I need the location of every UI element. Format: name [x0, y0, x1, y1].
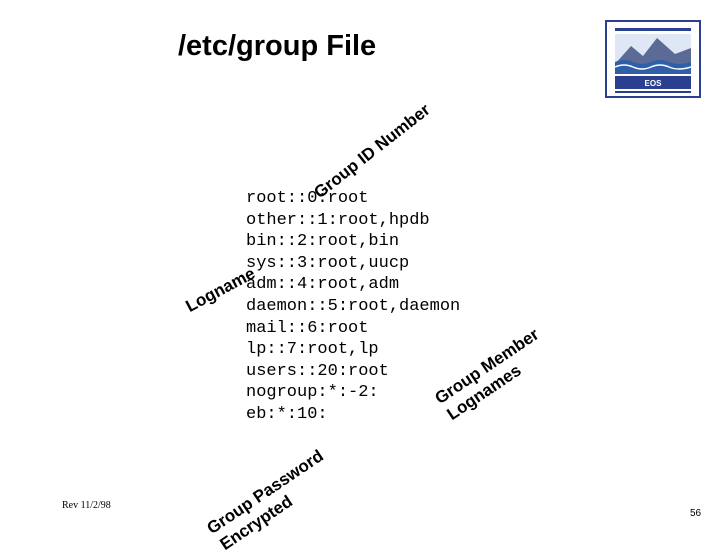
group-line: root::0:root	[246, 189, 369, 208]
eos-logo: EOS	[605, 20, 701, 98]
group-line: sys::3:root,uucp	[246, 253, 410, 273]
group-line: nogroup:*:-2:	[246, 383, 379, 403]
group-line: mail::6:root	[246, 318, 369, 338]
page-number: 56	[690, 508, 702, 519]
group-line: eb:*:10:	[246, 404, 328, 424]
group-file-listing: root::0:root other::1:root,hpdb bin::2:r…	[246, 188, 460, 426]
group-line: daemon::5:root,daemon	[246, 296, 461, 316]
label-group-id-number: Group ID Number	[310, 99, 434, 203]
group-line: bin::2:root,bin	[246, 232, 400, 252]
group-line: other::1:root,hpdb	[246, 210, 430, 230]
revision-date: Rev 11/2/98	[62, 500, 111, 511]
slide-title: /etc/group File	[178, 30, 377, 62]
logo-text: EOS	[645, 79, 663, 88]
group-line: users::20:root	[246, 361, 389, 381]
group-line: lp::7:root,lp	[246, 340, 379, 360]
group-line: adm::4:root,adm	[246, 275, 400, 295]
